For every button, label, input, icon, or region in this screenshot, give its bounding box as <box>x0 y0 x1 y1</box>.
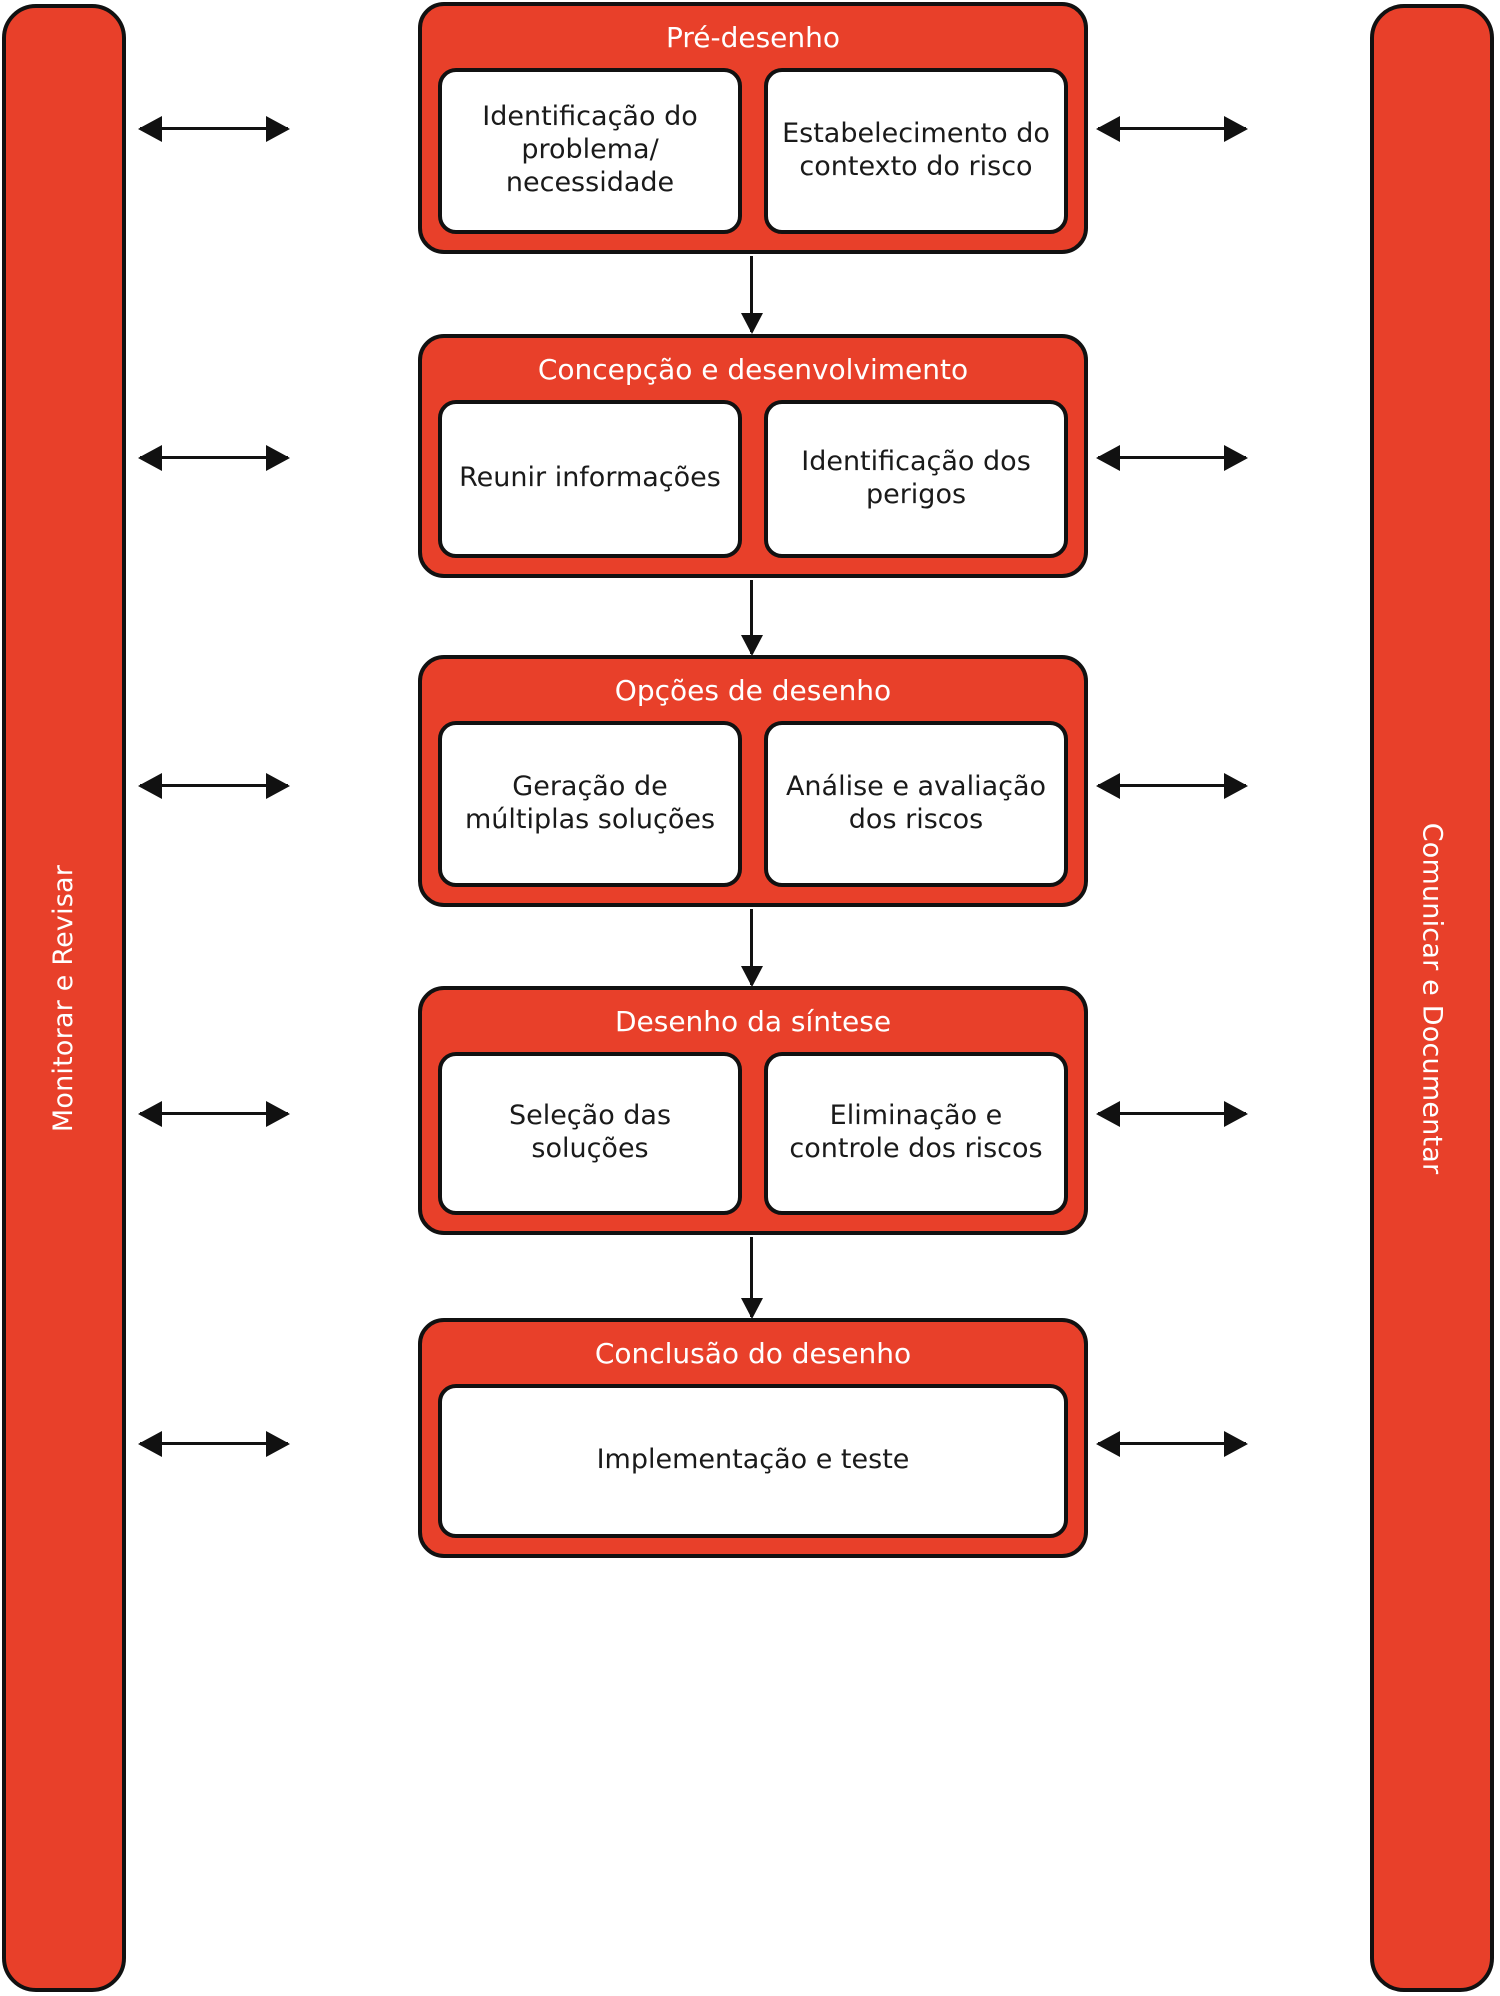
sub-box: Identificação dos perigos <box>764 399 1068 558</box>
stage-sub-box-row: Reunir informações Identificação dos per… <box>422 399 1084 574</box>
sub-box: Implementação e teste <box>438 1383 1068 1538</box>
flow-arrow-down-icon <box>750 256 753 332</box>
stage-title: Concepção e desenvolvimento <box>537 353 969 386</box>
left-side-bar-monitorar-e-revisar: Monitorar e Revisar <box>2 4 126 1992</box>
flow-arrow-down-icon <box>750 1237 753 1317</box>
left-double-arrow-icon <box>140 784 288 787</box>
right-double-arrow-icon <box>1098 1442 1246 1445</box>
sub-box: Estabelecimento do contexto do risco <box>764 67 1068 234</box>
left-double-arrow-icon <box>140 127 288 130</box>
sub-box: Identificação do problema/ necessidade <box>438 67 742 234</box>
left-double-arrow-icon <box>140 1442 288 1445</box>
stage-title: Pré-desenho <box>665 21 841 54</box>
right-double-arrow-icon <box>1098 127 1246 130</box>
stage-desenho-da-sintese: Desenho da síntese Seleção das soluções … <box>418 986 1088 1235</box>
right-side-bar-label: Comunicar e Documentar <box>1416 822 1448 1174</box>
left-double-arrow-icon <box>140 456 288 459</box>
stage-concepcao-e-desenvolvimento: Concepção e desenvolvimento Reunir infor… <box>418 334 1088 578</box>
stage-title: Opções de desenho <box>614 674 892 707</box>
left-side-bar-label: Monitorar e Revisar <box>48 864 80 1132</box>
flow-arrow-down-icon <box>750 580 753 654</box>
stage-title: Desenho da síntese <box>614 1005 892 1038</box>
sub-box: Eliminação e controle dos riscos <box>764 1051 1068 1215</box>
right-double-arrow-icon <box>1098 784 1246 787</box>
sub-box: Análise e avaliação dos riscos <box>764 720 1068 887</box>
stage-sub-box-row: Implementação e teste <box>422 1383 1084 1554</box>
stage-opcoes-de-desenho: Opções de desenho Geração de múltiplas s… <box>418 655 1088 907</box>
flow-arrow-down-icon <box>750 909 753 985</box>
stage-pre-desenho: Pré-desenho Identificação do problema/ n… <box>418 2 1088 254</box>
right-double-arrow-icon <box>1098 1112 1246 1115</box>
stage-sub-box-row: Geração de múltiplas soluções Análise e … <box>422 720 1084 903</box>
sub-box: Reunir informações <box>438 399 742 558</box>
sub-box: Geração de múltiplas soluções <box>438 720 742 887</box>
right-side-bar-comunicar-e-documentar: Comunicar e Documentar <box>1370 4 1494 1992</box>
right-double-arrow-icon <box>1098 456 1246 459</box>
stage-title: Conclusão do desenho <box>594 1337 912 1370</box>
stage-conclusao-do-desenho: Conclusão do desenho Implementação e tes… <box>418 1318 1088 1558</box>
left-double-arrow-icon <box>140 1112 288 1115</box>
sub-box: Seleção das soluções <box>438 1051 742 1215</box>
stage-sub-box-row: Identificação do problema/ necessidade E… <box>422 67 1084 250</box>
stage-sub-box-row: Seleção das soluções Eliminação e contro… <box>422 1051 1084 1231</box>
